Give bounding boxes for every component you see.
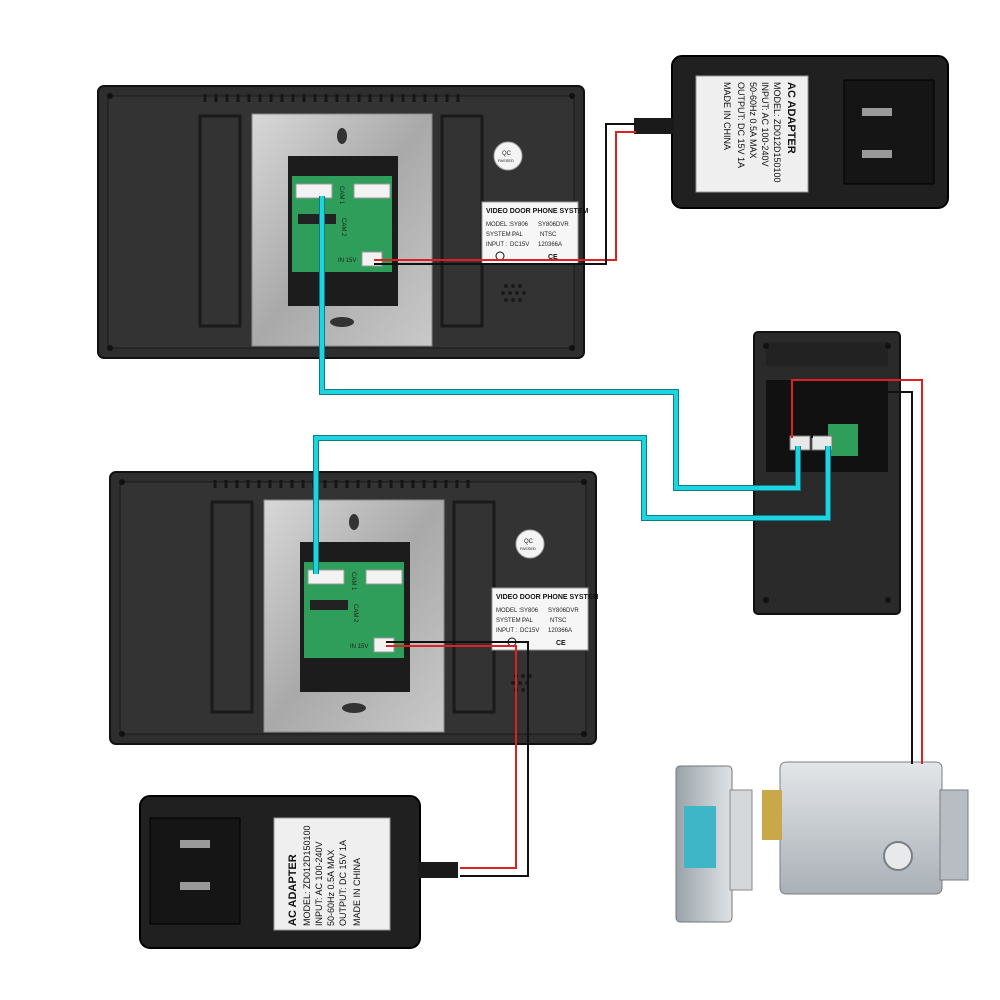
cam1-connector-a [295,183,333,199]
monitor-top: CAM 1 CAM 2 IN 15V QC PASSED VIDEO DOOR … [97,85,588,359]
svg-text:PAL: PAL [512,232,524,238]
svg-text:SYSTEM :: SYSTEM : [486,232,514,238]
svg-text:QC: QC [524,539,534,545]
cam2-connector [298,214,336,224]
svg-text:MODEL: ZD012D150100: MODEL: ZD012D150100 [302,825,312,926]
svg-text:120366A: 120366A [548,628,572,634]
svg-text:SYSTEM :: SYSTEM : [496,618,524,624]
vent-slots-top [203,94,460,102]
svg-text:OUTPUT: DC 15V 1A: OUTPUT: DC 15V 1A [338,840,348,926]
cam1-label: CAM 1 [338,186,344,205]
ac-adapter-bottom: AC ADAPTER MODEL: ZD012D150100 INPUT: AC… [139,795,458,949]
svg-text:120366A: 120366A [538,242,562,248]
svg-text:CAM 2: CAM 2 [352,604,358,623]
nameplate-top: VIDEO DOOR PHONE SYSTEM MODEL : SY806 SY… [481,201,588,265]
svg-text:MADE IN CHINA: MADE IN CHINA [352,858,362,926]
svg-text:INPUT: AC 100-240V: INPUT: AC 100-240V [314,841,324,926]
svg-text:SY806DVR: SY806DVR [538,222,569,228]
svg-text:SY806DVR: SY806DVR [548,608,579,614]
svg-text:MODEL: ZD012D150100: MODEL: ZD012D150100 [772,82,782,183]
svg-text:50-60Hz 0.5A MAX: 50-60Hz 0.5A MAX [748,82,758,159]
svg-text:OUTPUT: DC 15V 1A: OUTPUT: DC 15V 1A [736,82,746,168]
svg-text:INPUT: AC 100-240V: INPUT: AC 100-240V [760,82,770,167]
svg-text:SY806: SY806 [520,608,539,614]
svg-text:DC15V: DC15V [510,242,529,248]
svg-text:IN 15V: IN 15V [350,644,368,650]
svg-text:AC ADAPTER: AC ADAPTER [287,854,299,926]
svg-text:CE: CE [556,640,566,647]
svg-text:VIDEO DOOR PHONE SYSTEM: VIDEO DOOR PHONE SYSTEM [496,594,598,601]
svg-text:CE: CE [548,254,558,261]
svg-text:DC15V: DC15V [520,628,539,634]
svg-text:CAM 1: CAM 1 [350,572,356,591]
svg-text:MADE IN CHINA: MADE IN CHINA [722,82,732,150]
lock-wires [791,379,923,764]
signal-wires [313,196,831,574]
svg-text:NTSC: NTSC [540,232,557,238]
cam2-label: CAM 2 [340,218,346,237]
nameplate-bottom: VIDEO DOOR PHONE SYSTEM MODEL : SY806 SY… [491,587,598,651]
svg-text:VIDEO DOOR PHONE SYSTEM: VIDEO DOOR PHONE SYSTEM [486,208,588,215]
svg-text:INPUT :: INPUT : [496,628,518,634]
svg-text:PAL: PAL [522,618,534,624]
speaker-grill-top [501,284,526,302]
svg-text:50-60Hz 0.5A MAX: 50-60Hz 0.5A MAX [326,849,336,926]
svg-text:INPUT :: INPUT : [486,242,508,248]
power-wires-top [374,123,636,265]
svg-text:QC: QC [502,151,512,157]
ac-adapter-top: AC ADAPTER MODEL: ZD012D150100 INPUT: AC… [634,55,949,209]
svg-text:PASSED: PASSED [520,546,536,551]
svg-text:AC ADAPTER: AC ADAPTER [785,82,797,154]
svg-text:NTSC: NTSC [550,618,567,624]
electric-lock [675,761,969,923]
qc-sticker [493,141,523,171]
svg-text:SY806: SY806 [510,222,529,228]
cam1-connector-b [353,183,391,199]
power-wires-bottom [386,641,529,877]
svg-text:MODEL :: MODEL : [486,222,511,228]
svg-text:PASSED: PASSED [498,158,514,163]
svg-text:MODEL :: MODEL : [496,608,521,614]
power-in-label: IN 15V [338,258,356,264]
monitor-bottom: CAM 1 CAM 2 IN 15V QC PASSED VIDEO DOOR … [109,471,598,745]
